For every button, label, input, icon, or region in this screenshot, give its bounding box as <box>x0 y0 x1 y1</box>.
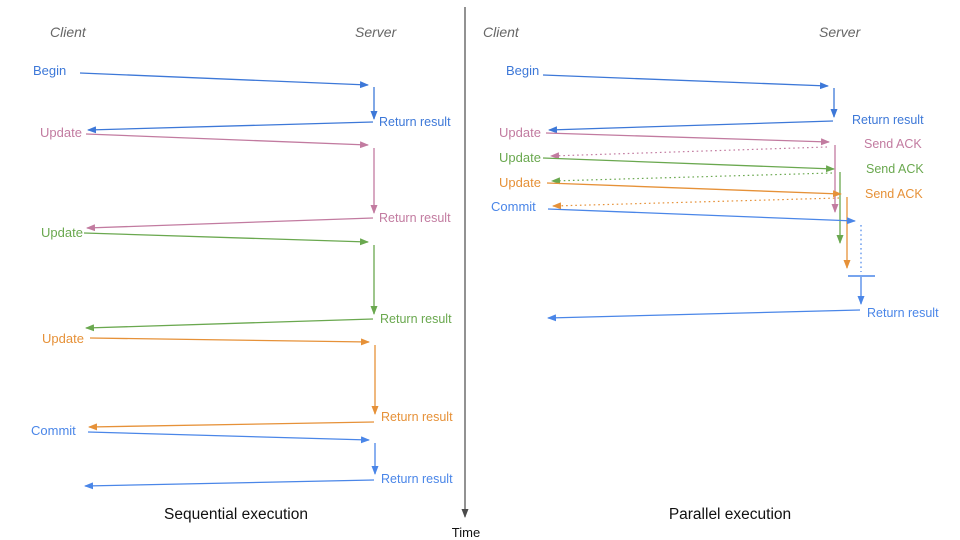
par-update3-request-arrow <box>546 182 842 198</box>
par-begin-response-label: Return result <box>852 113 924 127</box>
seq-update1-exchange: Update Return result <box>40 125 451 232</box>
parallel-panel-title: Parallel execution <box>669 506 791 523</box>
par-commit-response-label: Return result <box>867 306 939 320</box>
par-update1-exchange: Update Send ACK <box>499 125 922 213</box>
par-commit-label: Commit <box>491 199 536 214</box>
sequential-panel: Client Server Begin Return result Update… <box>31 24 453 523</box>
time-axis-label: Time <box>452 525 480 540</box>
left-server-header: Server <box>355 24 398 40</box>
par-update3-ack-dotted-arrow <box>552 197 840 210</box>
seq-update3-reply-arrow <box>88 421 375 431</box>
seq-update3-label: Update <box>42 331 84 346</box>
par-begin-reply-arrow <box>548 120 834 134</box>
par-commit-reply-arrow <box>547 309 861 322</box>
par-update2-exchange: Update Send ACK <box>499 150 924 244</box>
right-client-header: Client <box>483 24 520 40</box>
par-begin-label: Begin <box>506 63 539 78</box>
seq-update2-reply-arrow <box>85 318 374 332</box>
par-begin-request-arrow <box>542 74 829 90</box>
seq-commit-reply-arrow <box>84 479 375 490</box>
seq-update3-response-label: Return result <box>381 410 453 424</box>
par-update2-label: Update <box>499 150 541 165</box>
seq-begin-reply-arrow <box>87 121 374 134</box>
par-update2-ack-dotted-arrow <box>551 172 833 185</box>
par-update1-ack-label: Send ACK <box>864 137 922 151</box>
par-update2-ack-label: Send ACK <box>866 162 924 176</box>
seq-update3-request-arrow <box>89 337 370 346</box>
seq-update2-request-arrow <box>83 232 369 246</box>
time-axis: Time <box>452 7 480 540</box>
par-update1-request-arrow <box>545 132 830 146</box>
par-begin-exchange: Begin Return result <box>506 63 924 134</box>
seq-update1-response-label: Return result <box>379 211 451 225</box>
left-client-header: Client <box>50 24 87 40</box>
seq-begin-request-arrow <box>79 72 369 89</box>
seq-commit-exchange: Commit Return result <box>31 423 453 490</box>
seq-update1-reply-arrow <box>86 217 374 232</box>
par-update1-ack-dotted-arrow <box>550 146 828 160</box>
seq-begin-exchange: Begin Return result <box>33 63 451 134</box>
seq-update3-exchange: Update Return result <box>42 331 453 431</box>
seq-update2-response-label: Return result <box>380 312 452 326</box>
seq-commit-request-arrow <box>87 431 370 444</box>
par-update3-ack-label: Send ACK <box>865 187 923 201</box>
seq-commit-response-label: Return result <box>381 472 453 486</box>
par-update1-label: Update <box>499 125 541 140</box>
right-server-header: Server <box>819 24 862 40</box>
par-update2-request-arrow <box>542 157 835 173</box>
parallel-panel: Client Server Begin Return result Update… <box>483 24 939 523</box>
seq-update2-exchange: Update Return result <box>41 225 452 332</box>
seq-begin-label: Begin <box>33 63 66 78</box>
par-update3-exchange: Update Send ACK <box>499 175 923 269</box>
par-update3-label: Update <box>499 175 541 190</box>
par-commit-request-arrow <box>547 208 856 225</box>
seq-update2-label: Update <box>41 225 83 240</box>
par-commit-exchange: Commit Return result <box>491 199 939 322</box>
seq-commit-label: Commit <box>31 423 76 438</box>
sequential-panel-title: Sequential execution <box>164 506 308 523</box>
seq-update1-label: Update <box>40 125 82 140</box>
seq-begin-response-label: Return result <box>379 115 451 129</box>
seq-update1-request-arrow <box>85 133 369 149</box>
